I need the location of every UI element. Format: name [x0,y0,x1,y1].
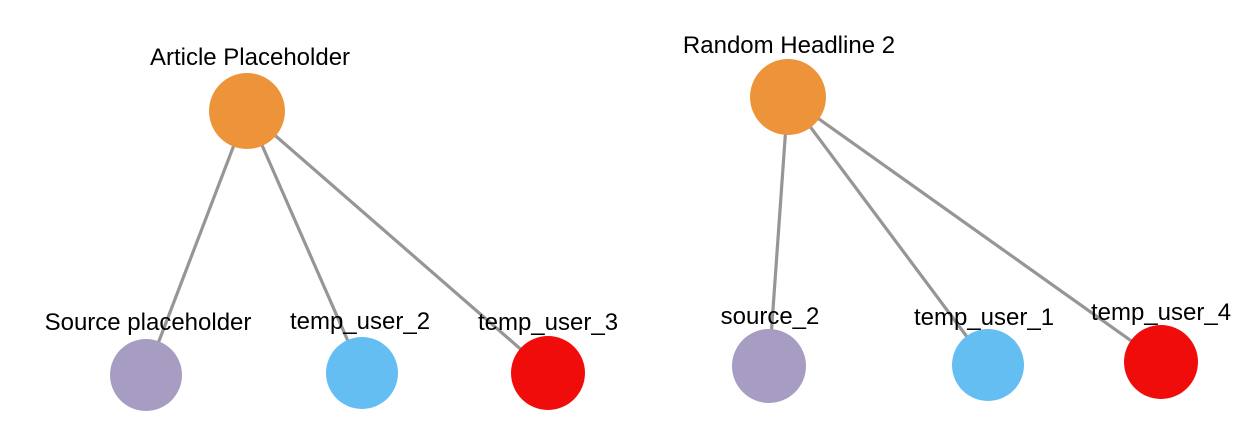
user-node-circle[interactable] [511,336,585,410]
graph-edge-random_headline_2-temp_user_1[interactable] [786,95,990,367]
graph-node-label-temp_user_4: temp_user_4 [1091,299,1231,326]
graph-node-label-article_placeholder: Article Placeholder [150,44,350,71]
graph-node-source_2[interactable]: source_2 [721,303,820,403]
source-node-circle[interactable] [110,339,182,411]
graph-node-label-temp_user_2: temp_user_2 [290,308,430,335]
graph-node-random_headline_2[interactable]: Random Headline 2 [683,32,895,135]
article-hub-node-circle[interactable] [209,73,285,149]
graph-node-temp_user_3[interactable]: temp_user_3 [478,309,618,410]
graph-node-label-temp_user_1: temp_user_1 [914,304,1054,331]
graph-node-label-source_2: source_2 [721,303,820,330]
graph-edge-article_placeholder-source_placeholder[interactable] [144,109,249,377]
graph-node-temp_user_1[interactable]: temp_user_1 [914,304,1054,401]
graph-node-temp_user_4[interactable]: temp_user_4 [1091,299,1231,399]
graph-node-label-random_headline_2: Random Headline 2 [683,32,895,59]
graph-edge-article_placeholder-temp_user_3[interactable] [245,109,550,375]
user-node-circle[interactable] [952,329,1024,401]
user-node-circle[interactable] [1124,325,1198,399]
graph-node-temp_user_2[interactable]: temp_user_2 [290,308,430,409]
graph-edge-random_headline_2-source_2[interactable] [767,95,790,368]
graph-edge-random_headline_2-temp_user_4[interactable] [786,95,1163,364]
user-node-circle[interactable] [326,337,398,409]
graph-node-article_placeholder[interactable]: Article Placeholder [150,44,350,149]
source-node-circle[interactable] [732,329,806,403]
graph-edge-article_placeholder-temp_user_2[interactable] [245,109,364,375]
graph-node-label-temp_user_3: temp_user_3 [478,309,618,336]
article-hub-node-circle[interactable] [750,59,826,135]
graph-node-label-source_placeholder: Source placeholder [45,309,252,336]
graph-node-source_placeholder[interactable]: Source placeholder [45,309,252,411]
